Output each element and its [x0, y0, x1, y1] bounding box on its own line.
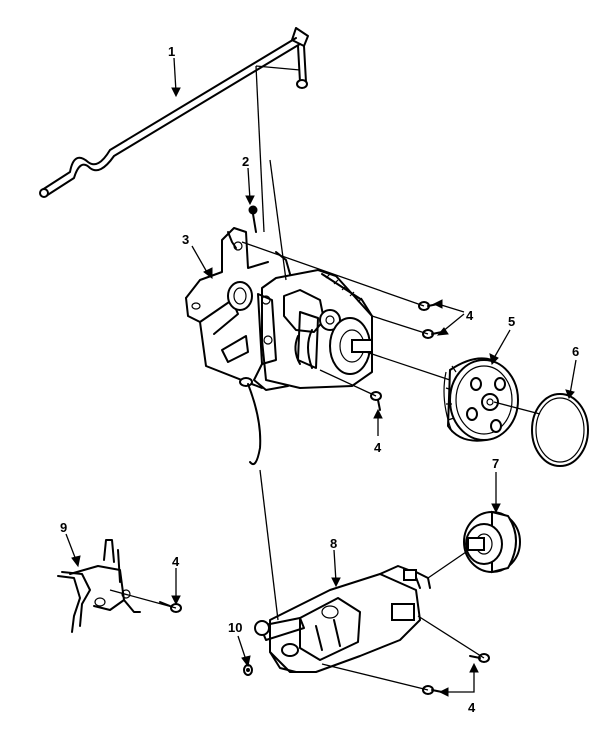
callout-4-left: 4 [172, 554, 180, 569]
callout-4-middle: 4 [374, 440, 382, 455]
callout-5: 5 [508, 314, 515, 329]
part-1-rod [39, 27, 309, 198]
callout-4-bottom: 4 [468, 700, 476, 715]
callout-9: 9 [60, 520, 67, 535]
assembly-lines [109, 65, 541, 691]
callout-7: 7 [492, 456, 499, 471]
part-3-bracket [185, 227, 269, 389]
spring-link [239, 377, 262, 466]
part-5-wheel [443, 357, 519, 442]
callout-3: 3 [182, 232, 189, 247]
part-9-latch [57, 539, 141, 633]
callout-1: 1 [168, 44, 175, 59]
part-6-ring [531, 393, 589, 467]
part-7-drum [463, 510, 521, 574]
callout-2: 2 [242, 154, 249, 169]
callout-4-upper: 4 [466, 308, 474, 323]
part-2-screw [248, 205, 258, 233]
screw-4-upper-second [422, 329, 443, 339]
callout-6: 6 [572, 344, 579, 359]
main-housing [253, 251, 373, 391]
part-4-screws [159, 301, 490, 695]
part-8-motor [254, 565, 431, 673]
callout-8: 8 [330, 536, 337, 551]
callout-10: 10 [228, 620, 242, 635]
callout-labels: 1 2 3 4 4 5 6 7 8 9 4 10 4 [60, 44, 579, 715]
callout-pointers [65, 57, 577, 697]
screw-4-middle [370, 391, 382, 411]
